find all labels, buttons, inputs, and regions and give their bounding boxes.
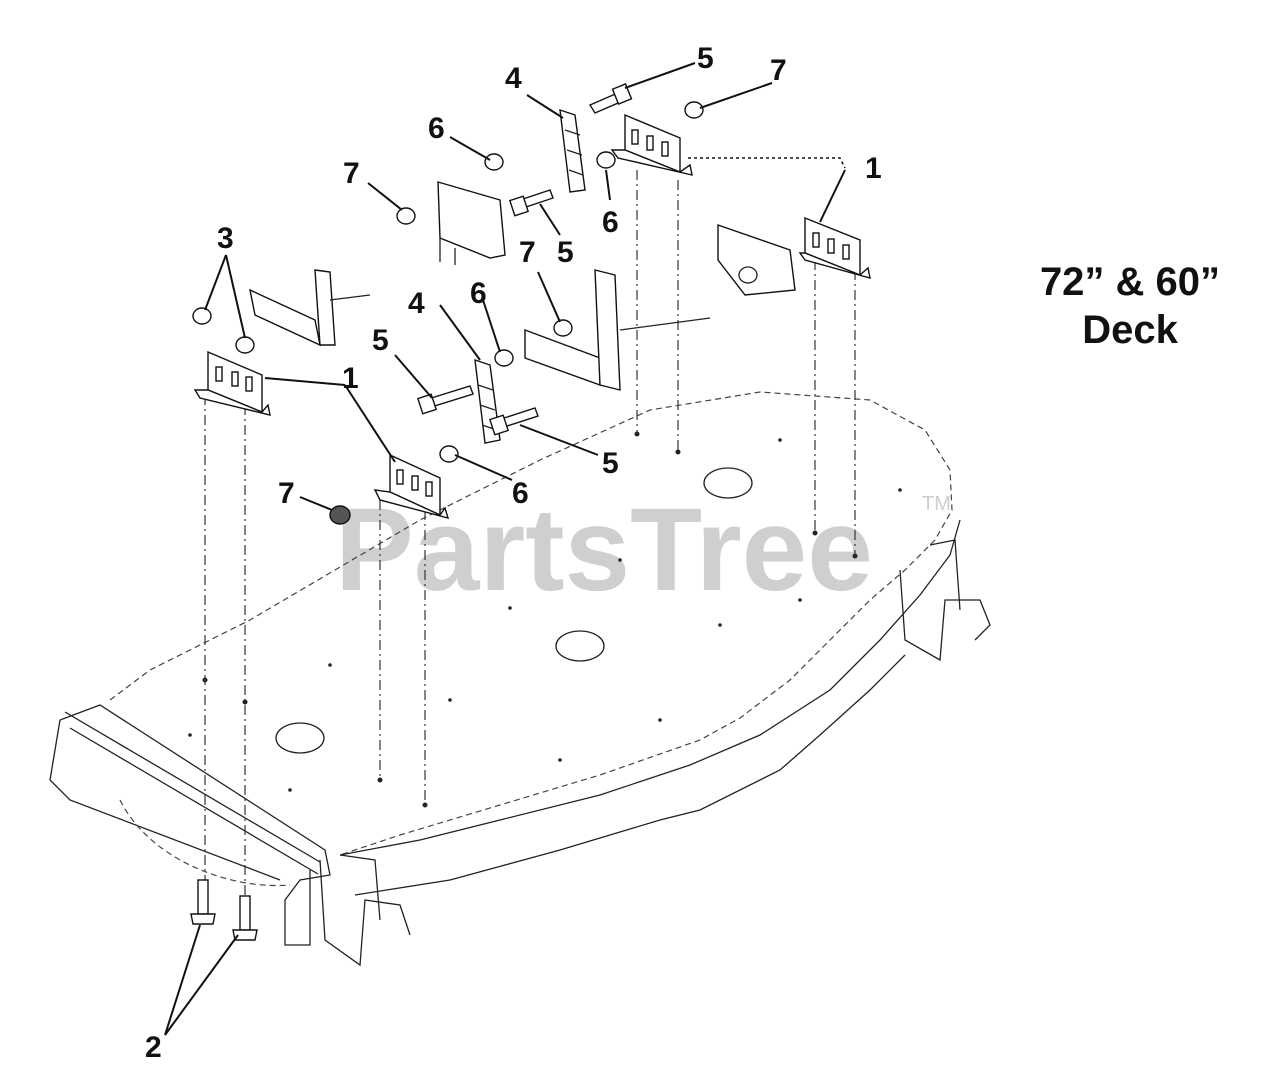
alignment-lines [204,170,856,905]
leader-lines [164,62,846,1036]
bracket-part-1d [798,216,871,279]
callout-5-top: 5 [697,42,714,75]
callout-2: 2 [145,1031,162,1064]
hitch-plate-right [717,224,796,296]
chain-part-4a [559,108,586,193]
bracket-part-1b [373,453,450,519]
callout-6-upper-left: 6 [428,112,445,145]
deck-right-bracket [899,539,991,662]
hitch-plate-center [524,269,711,391]
bolt-part-2a [190,879,216,925]
deck-side-skirt [339,519,961,856]
nut-part-7c [553,319,573,337]
nut-part-7d [329,505,351,525]
deck-size-title: 72” & 60” Deck [1005,258,1255,354]
deck-front-rail [64,711,321,875]
spindle-hole-right [703,467,753,499]
deck-side-lower [354,654,906,896]
hitch-plate-left [249,269,371,347]
bolt-part-2b [232,895,258,941]
deck-front-bracket [319,854,411,967]
callout-4-center: 4 [408,287,425,320]
watermark-trademark: TM [922,493,951,515]
callout-6-lower: 6 [512,477,529,510]
bolt-part-5d [488,407,539,436]
deck-size-title-line2: Deck [1082,308,1178,352]
callout-6-upper-right: 6 [602,206,619,239]
nut-part-3a [192,307,212,325]
spindle-hole-left [275,722,325,754]
callout-4-top: 4 [505,62,522,95]
nut-part-6b [596,151,616,169]
callout-6-center: 6 [470,277,487,310]
callout-5-lower: 5 [602,447,619,480]
deck-front-face [49,704,331,946]
hitch-parts [190,83,871,941]
callout-1-left: 1 [342,362,359,395]
spindle-hole-center [555,630,605,662]
callout-5-left: 5 [372,324,389,357]
callout-7-top: 7 [770,54,787,87]
callout-1-right: 1 [865,152,882,185]
deck-mounting-holes [188,431,902,808]
nut-part-6a [484,153,504,171]
nut-part-7a [396,207,416,225]
deck-underside [119,799,291,887]
nut-part-3b [235,336,255,354]
callout-7-lower-left: 7 [278,477,295,510]
mower-deck [49,391,991,967]
hitch-plate-upper [437,181,506,265]
nut-part-6d [439,445,459,463]
bracket-part-1a [193,350,271,416]
callout-7-center: 7 [519,236,536,269]
callout-3: 3 [217,222,234,255]
bracket-part-1c [610,113,693,176]
bolt-part-5a [588,83,633,114]
bolt-part-5c [416,385,474,415]
callout-5-upper-center: 5 [557,236,574,269]
nut-part-6c [494,349,514,367]
callout-labels: 4 5 7 6 7 5 6 1 3 7 6 4 5 1 5 6 7 2 [145,42,882,1064]
callout-7-upper-left: 7 [343,157,360,190]
deck-top-outline [109,391,953,856]
deck-size-title-line1: 72” & 60” [1039,260,1221,304]
nut-part-7b [684,101,704,119]
bolt-part-5b [508,189,554,217]
